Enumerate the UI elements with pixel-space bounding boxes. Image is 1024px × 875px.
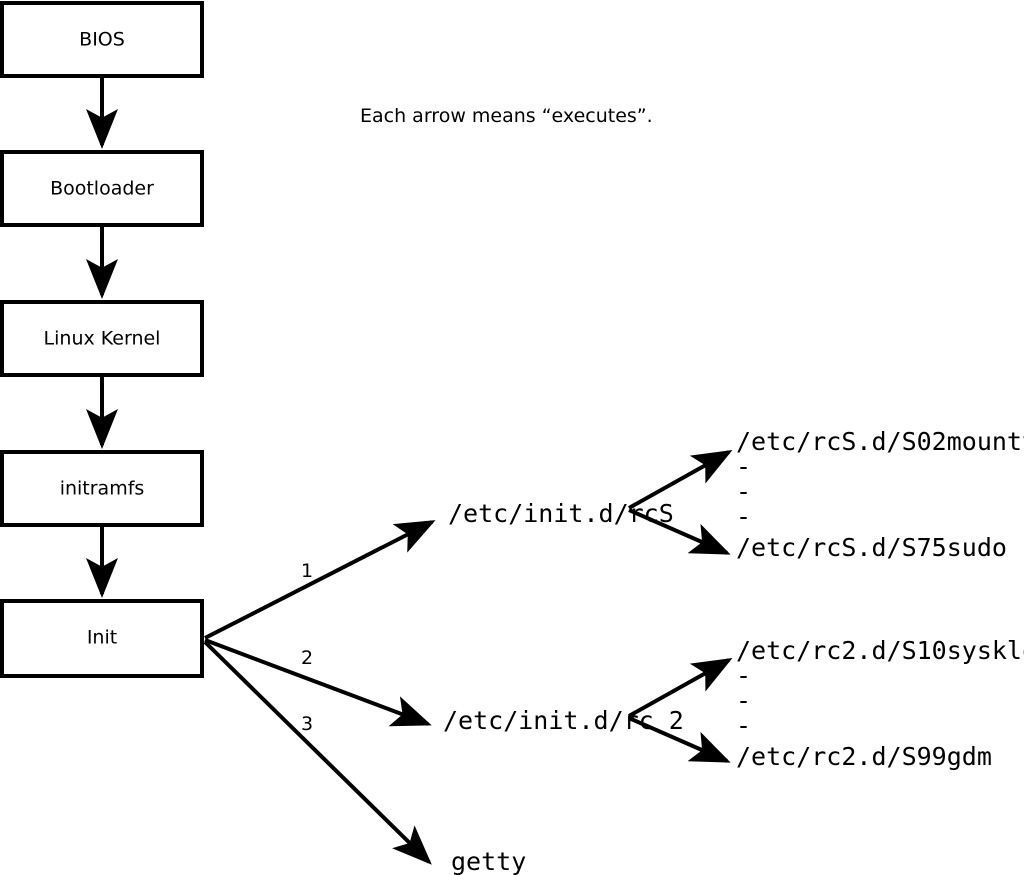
arrow-rc2-to-first-script: [628, 658, 733, 718]
edge-number-3: 3: [301, 713, 313, 735]
rc2-ellipsis-dash-3: -: [736, 711, 751, 740]
node-label-linux-kernel: Linux Kernel: [44, 328, 161, 350]
arrow-rc2-to-last-script: [628, 716, 731, 763]
edge-number-2: 2: [301, 647, 313, 669]
node-box-init: [0, 599, 204, 678]
rcs-script-first: /etc/rcS.d/S02mountvirtfs: [736, 427, 1024, 456]
arrow-init-to-rcs: [204, 520, 436, 640]
rc2-ellipsis-dash-1: -: [736, 661, 751, 690]
legend-note: Each arrow means “executes”.: [360, 105, 653, 127]
arrow-rcs-to-first-script: [628, 450, 733, 510]
arrow-rcs-to-last-script: [628, 508, 731, 555]
node-label-bios: BIOS: [79, 29, 125, 51]
rcs-ellipsis-dash-1: -: [736, 452, 751, 481]
rcs-ellipsis-dash-3: -: [736, 502, 751, 531]
node-box-bios: [0, 1, 204, 78]
branch-target-getty: getty: [451, 847, 526, 875]
arrow-init-to-rc2: [204, 638, 432, 727]
arrow-init-to-getty: [203, 640, 432, 865]
rc2-script-first: /etc/rc2.d/S10sysklogd: [736, 636, 1024, 665]
rc2-ellipsis-dash-2: -: [736, 686, 751, 715]
rcs-script-last: /etc/rcS.d/S75sudo: [736, 533, 1007, 562]
rc2-script-last: /etc/rc2.d/S99gdm: [736, 742, 992, 771]
node-label-initramfs: initramfs: [60, 478, 145, 500]
branch-target-rc2: /etc/init.d/rc 2: [443, 706, 684, 735]
rcs-ellipsis-dash-2: -: [736, 477, 751, 506]
node-label-bootloader: Bootloader: [50, 178, 154, 200]
edge-number-1: 1: [301, 560, 313, 582]
node-label-init: Init: [87, 627, 117, 649]
node-box-initramfs: [0, 450, 204, 527]
